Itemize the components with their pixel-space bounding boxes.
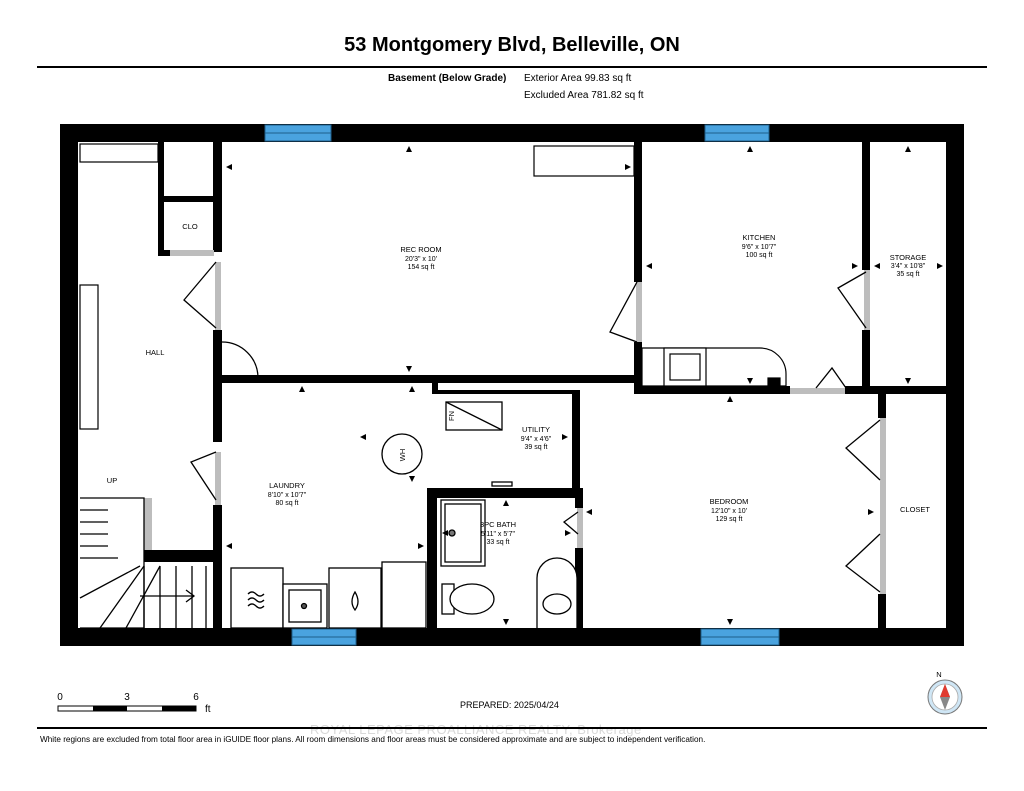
prepared-date: PREPARED: 2025/04/24 xyxy=(460,700,559,710)
room-label-hall: HALL xyxy=(146,348,165,357)
room-label-clo: CLO xyxy=(182,222,198,231)
room-area-utility: 39 sq ft xyxy=(525,444,548,451)
hall-shelf xyxy=(79,143,159,163)
compass-north-label: N xyxy=(936,670,941,679)
dryer xyxy=(230,567,284,629)
room-label-storage: STORAGE xyxy=(890,253,927,262)
header-divider xyxy=(37,66,987,68)
hall-bench xyxy=(79,284,99,430)
room-label-closet: CLOSET xyxy=(900,505,930,514)
room-area-bedroom: 129 sq ft xyxy=(716,516,743,523)
stairs xyxy=(79,497,207,629)
room-dims-kitchen: 9'6" x 10'7" xyxy=(742,244,777,251)
vent xyxy=(491,481,513,487)
room-label-bedroom: BEDROOM xyxy=(710,497,749,506)
dimension-markers xyxy=(226,146,943,625)
toilet-bowl xyxy=(449,583,495,615)
room-label-bath: 3PC BATH xyxy=(480,520,516,529)
interior-walls xyxy=(144,142,946,628)
room-label-utility: UTILITY xyxy=(522,425,550,434)
rec-cabinet xyxy=(533,145,635,177)
excluded-area: Excluded Area 781.82 sq ft xyxy=(524,90,644,101)
water-heater-label: WH xyxy=(398,449,407,462)
water-heater xyxy=(381,433,423,475)
room-dims-laundry: 8'10" x 10'7" xyxy=(268,492,307,499)
room-area-laundry: 80 sq ft xyxy=(276,500,299,507)
vanity xyxy=(536,557,578,628)
scale-unit: ft xyxy=(205,704,211,715)
exterior-walls xyxy=(60,124,964,646)
room-dims-storage: 3'4" x 10'8" xyxy=(891,263,926,270)
room-label-kitchen: KITCHEN xyxy=(743,233,776,242)
room-label-laundry: LAUNDRY xyxy=(269,481,305,490)
room-area-storage: 35 sq ft xyxy=(897,271,920,278)
door-swings xyxy=(183,261,881,593)
floor-name: Basement (Below Grade) xyxy=(388,73,507,84)
room-dims-utility: 9'4" x 4'6" xyxy=(521,436,552,443)
room-label-rec-room: REC ROOM xyxy=(400,245,441,254)
cabinet xyxy=(381,561,427,629)
room-dims-rec-room: 20'3" x 10' xyxy=(405,256,437,263)
exterior-area: Exterior Area 99.83 sq ft xyxy=(524,73,632,84)
page-title: 53 Montgomery Blvd, Belleville, ON xyxy=(344,34,680,56)
washer xyxy=(328,567,382,629)
room-area-bath: 33 sq ft xyxy=(487,539,510,546)
windows xyxy=(264,124,780,646)
watermark: ROYAL LEPAGE PROALLIANCE REALTY, Brokera… xyxy=(310,722,642,737)
footer-divider xyxy=(37,727,987,729)
room-area-kitchen: 100 sq ft xyxy=(746,252,773,259)
disclaimer: White regions are excluded from total fl… xyxy=(40,735,706,744)
scale-tick-6: 6 xyxy=(193,692,199,703)
scale-bar xyxy=(57,705,197,712)
room-dims-bedroom: 12'10" x 10' xyxy=(711,508,747,515)
stairs-label-up: UP xyxy=(107,476,117,485)
scale-tick-0: 0 xyxy=(57,692,63,703)
room-dims-bath: 5'11" x 5'7" xyxy=(481,531,515,538)
scale-tick-3: 3 xyxy=(124,692,130,703)
room-area-rec-room: 154 sq ft xyxy=(408,264,435,271)
stove xyxy=(767,377,781,389)
furnace-label: FN xyxy=(447,411,456,421)
compass-icon xyxy=(927,679,963,715)
